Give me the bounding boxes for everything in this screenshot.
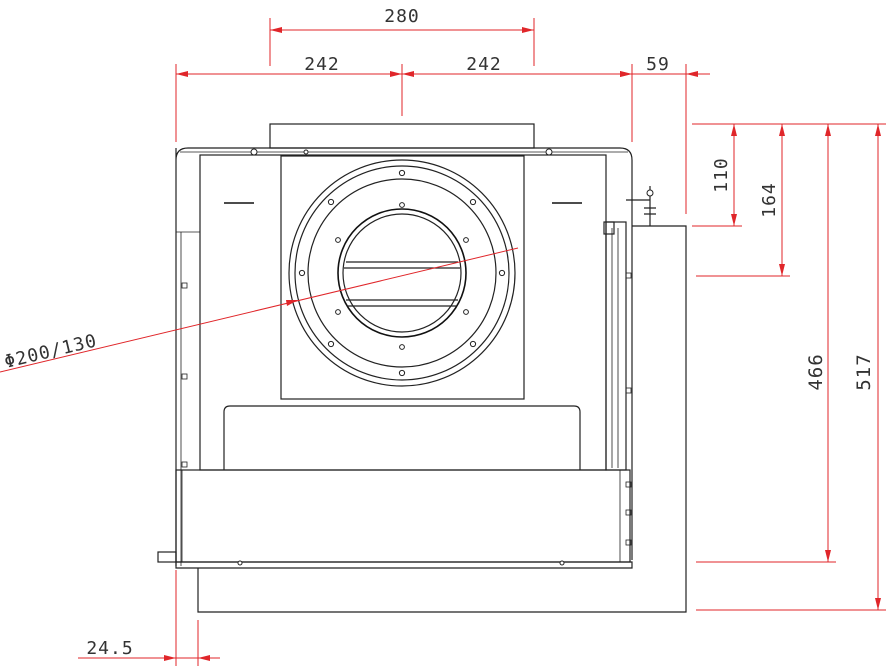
dim-59: 59 xyxy=(646,54,670,75)
dim-242-left: 242 xyxy=(304,54,340,75)
left-tab xyxy=(157,551,177,563)
hood-outline xyxy=(197,225,687,613)
outer-frame-top xyxy=(175,147,633,228)
fan-plate xyxy=(280,155,525,400)
dim-diameter: Φ200/130 xyxy=(2,330,99,373)
outlet-ring-middle xyxy=(307,178,497,368)
dim-110: 110 xyxy=(711,157,732,193)
front-box xyxy=(175,469,631,563)
dim-242-right: 242 xyxy=(466,54,502,75)
right-bracket xyxy=(605,221,627,471)
dim-164: 164 xyxy=(759,182,780,218)
outer-bolt-holes xyxy=(298,169,506,377)
inner-bolt-holes xyxy=(335,202,469,350)
motor-housing xyxy=(223,405,581,470)
dim-24-5: 24.5 xyxy=(86,638,133,659)
dimension-lines xyxy=(0,18,886,666)
fan-outlet xyxy=(288,159,516,387)
dimension-labels: 280 242 242 59 110 164 466 517 24.5 Φ200… xyxy=(2,6,875,659)
inner-panel xyxy=(199,154,607,471)
damper-slats xyxy=(344,261,460,307)
dim-280: 280 xyxy=(384,6,420,27)
dim-517: 517 xyxy=(853,353,875,390)
outlet-collar xyxy=(269,123,535,149)
dim-466: 466 xyxy=(805,353,827,390)
outlet-ring-outer xyxy=(288,159,516,387)
base-strip xyxy=(175,561,633,569)
mounting-bolt xyxy=(626,186,656,226)
outlet-ring-inner xyxy=(337,208,467,338)
unit-outline xyxy=(157,123,687,613)
